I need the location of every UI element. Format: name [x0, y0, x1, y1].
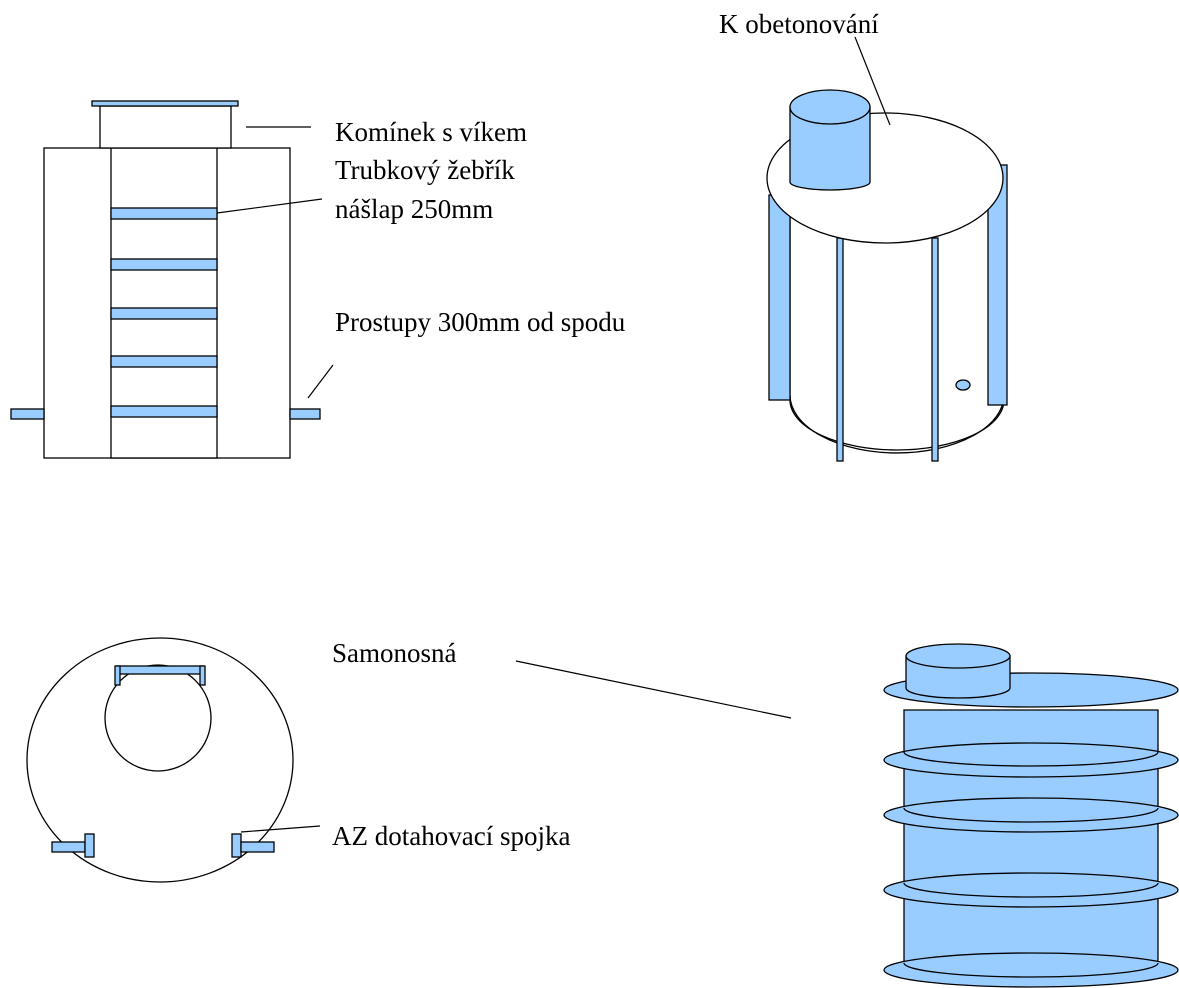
label-selfsupporting: Samonosná	[332, 638, 457, 668]
label-concreting: K obetonování	[719, 9, 879, 39]
reinforcing-rib	[768, 194, 791, 401]
tank-rib-ring-inner	[903, 807, 1159, 823]
label-step: nášlap 250mm	[335, 194, 494, 224]
tank-3d-selfsupporting	[883, 643, 1179, 988]
leader-inlets	[307, 364, 334, 399]
chimney-3d-top	[905, 643, 1011, 669]
label-ladder: Trubkový žebřík	[335, 155, 515, 185]
leader-ladder	[216, 198, 323, 214]
ladder-top-bar	[116, 665, 204, 675]
inlet-hole	[955, 379, 971, 391]
tank-bottom-inner-arc	[789, 399, 1005, 451]
leader-concreting	[854, 36, 891, 126]
ladder-top-post	[199, 665, 206, 686]
coupling-flange	[84, 833, 95, 858]
coupling-pipe	[51, 841, 86, 853]
coupling-flange	[231, 833, 242, 858]
top-view	[26, 637, 294, 883]
front-view	[10, 100, 321, 459]
tank-bottom-front	[903, 962, 1159, 978]
tank-rib-ring	[883, 742, 1179, 778]
label-inlets: Prostupy 300mm od spodu	[335, 307, 626, 337]
tank-rib-ring	[883, 797, 1179, 833]
tank-3d-concreting	[766, 89, 1008, 462]
tank-rib-ring	[883, 872, 1179, 908]
inlet-pipe-left	[10, 408, 45, 420]
leader-lines	[216, 36, 891, 833]
ladder-rung	[110, 405, 218, 418]
chimney-3d	[789, 106, 871, 191]
leader-selfsupporting	[515, 660, 792, 719]
tank-rib-ring-inner	[903, 882, 1159, 898]
ladder-rung	[110, 307, 218, 320]
coupling-pipe	[240, 841, 275, 853]
chimney-3d-top	[789, 89, 871, 125]
label-coupling: AZ dotahovací spojka	[332, 821, 571, 851]
reinforcing-rib	[931, 237, 939, 462]
chimney-lid-front	[91, 100, 239, 107]
ladder-rung	[110, 258, 218, 271]
manhole-opening	[104, 664, 212, 772]
reinforcing-rib	[836, 237, 844, 462]
inlet-pipe-right	[289, 408, 321, 420]
tank-bottom-ring	[883, 952, 1179, 988]
chimney-front	[99, 105, 232, 149]
tank-rib-ring-inner	[903, 751, 1159, 767]
label-chimney: Komínek s víkem	[335, 117, 527, 147]
ladder-rung	[110, 355, 218, 368]
ladder-rung	[110, 207, 218, 220]
tank-cylinder-body	[789, 209, 1005, 454]
leader-coupling	[240, 825, 321, 833]
ladder-top-post	[114, 665, 121, 686]
